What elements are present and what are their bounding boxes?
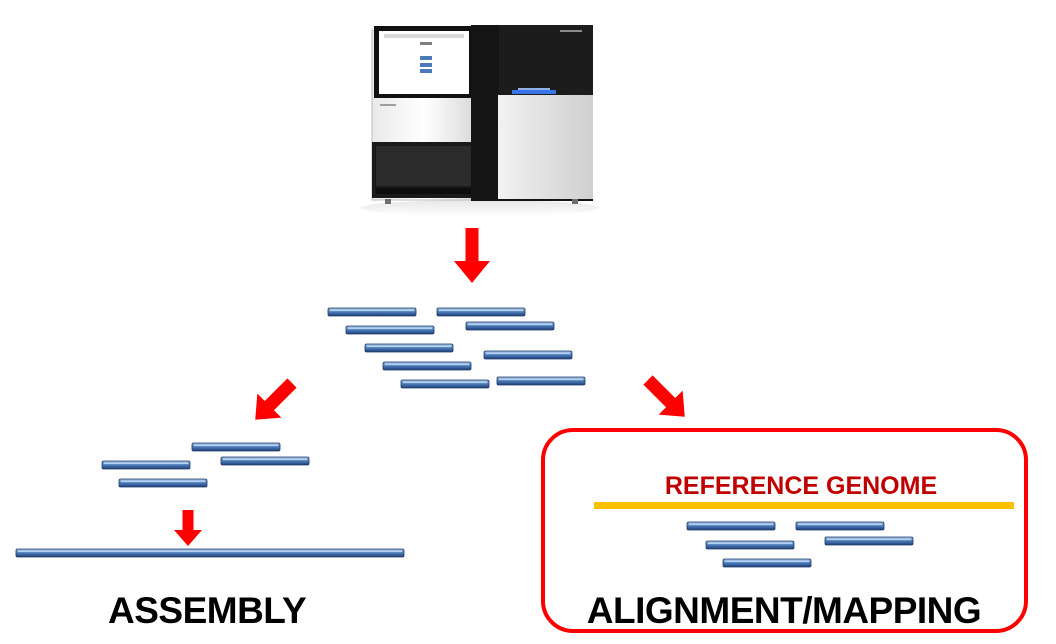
alignment-mapping-box bbox=[541, 428, 1028, 633]
sequencing-read bbox=[382, 361, 472, 371]
assembly-reads-group bbox=[101, 442, 310, 488]
mapped-read bbox=[795, 521, 885, 531]
assembly-read bbox=[220, 456, 310, 466]
sequencing-read bbox=[465, 321, 555, 331]
mapped-reads-group bbox=[686, 521, 914, 568]
assembly-read bbox=[101, 460, 191, 470]
mapped-read bbox=[705, 540, 795, 550]
down-left-arrow-icon bbox=[255, 378, 297, 420]
sequencing-read bbox=[400, 379, 490, 389]
sequencing-read bbox=[496, 376, 586, 386]
sequencing-read bbox=[327, 307, 417, 317]
reference-genome-line bbox=[594, 502, 1014, 509]
sequencing-read bbox=[483, 350, 573, 360]
down-right-arrow-icon bbox=[643, 375, 685, 417]
assembly-read bbox=[118, 478, 208, 488]
down-arrow-icon bbox=[454, 228, 490, 283]
flow-arrows bbox=[174, 228, 685, 546]
assembly-label: ASSEMBLY bbox=[108, 590, 307, 631]
sequencing-reads-group bbox=[327, 307, 586, 389]
alignment-mapping-label: ALIGNMENT/MAPPING bbox=[586, 590, 982, 631]
sequencing-instrument-icon bbox=[360, 25, 600, 216]
assembly-read bbox=[191, 442, 281, 452]
contig-bar bbox=[15, 548, 405, 558]
sequencing-read bbox=[436, 307, 526, 317]
reference-genome-label: REFERENCE GENOME bbox=[664, 472, 938, 500]
small-down-arrow-icon bbox=[174, 510, 202, 546]
mapped-read bbox=[824, 536, 914, 546]
mapped-read bbox=[722, 558, 812, 568]
assembled-contig bbox=[15, 548, 405, 558]
mapped-read bbox=[686, 521, 776, 531]
sequencing-read bbox=[345, 325, 435, 335]
sequencing-read bbox=[364, 343, 454, 353]
